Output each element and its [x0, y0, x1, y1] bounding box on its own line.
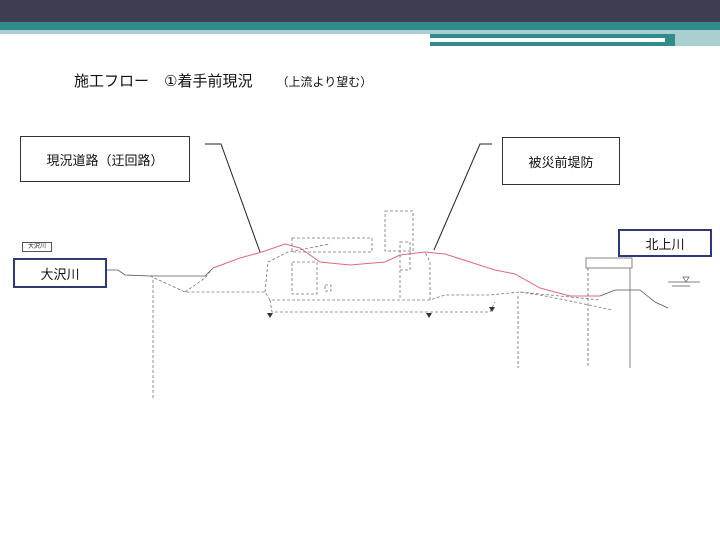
planned-structure [149, 210, 613, 400]
slide-title: 施工フロー ①着手前現況 （上流より望む） [74, 70, 372, 91]
slide-title-note: （上流より望む） [276, 75, 373, 89]
kitakami-river-callout: 北上川 [618, 229, 712, 257]
header-accent-notch-inner [430, 38, 665, 42]
existing-road-callout: 現況道路（迂回路） [20, 136, 190, 182]
osawa-channel-line [103, 267, 214, 277]
header-bar [0, 0, 720, 22]
leader-line-levee [433, 143, 492, 251]
kitakami-levee [599, 281, 700, 309]
foundation-markers [267, 307, 495, 318]
header-accent-band [0, 22, 720, 30]
levee-callout: 被災前堤防 [502, 137, 620, 185]
slide-title-main: 施工フロー ①着手前現況 [74, 72, 253, 90]
water-level-mark [682, 276, 690, 283]
osawa-river-small-label: 大沢川 [22, 242, 52, 252]
header-accent-light [0, 30, 720, 34]
header-accent-right [675, 30, 720, 46]
sheet-pile-columns [585, 257, 633, 368]
leader-line-road [205, 143, 261, 253]
osawa-river-callout: 大沢川 [13, 258, 107, 288]
